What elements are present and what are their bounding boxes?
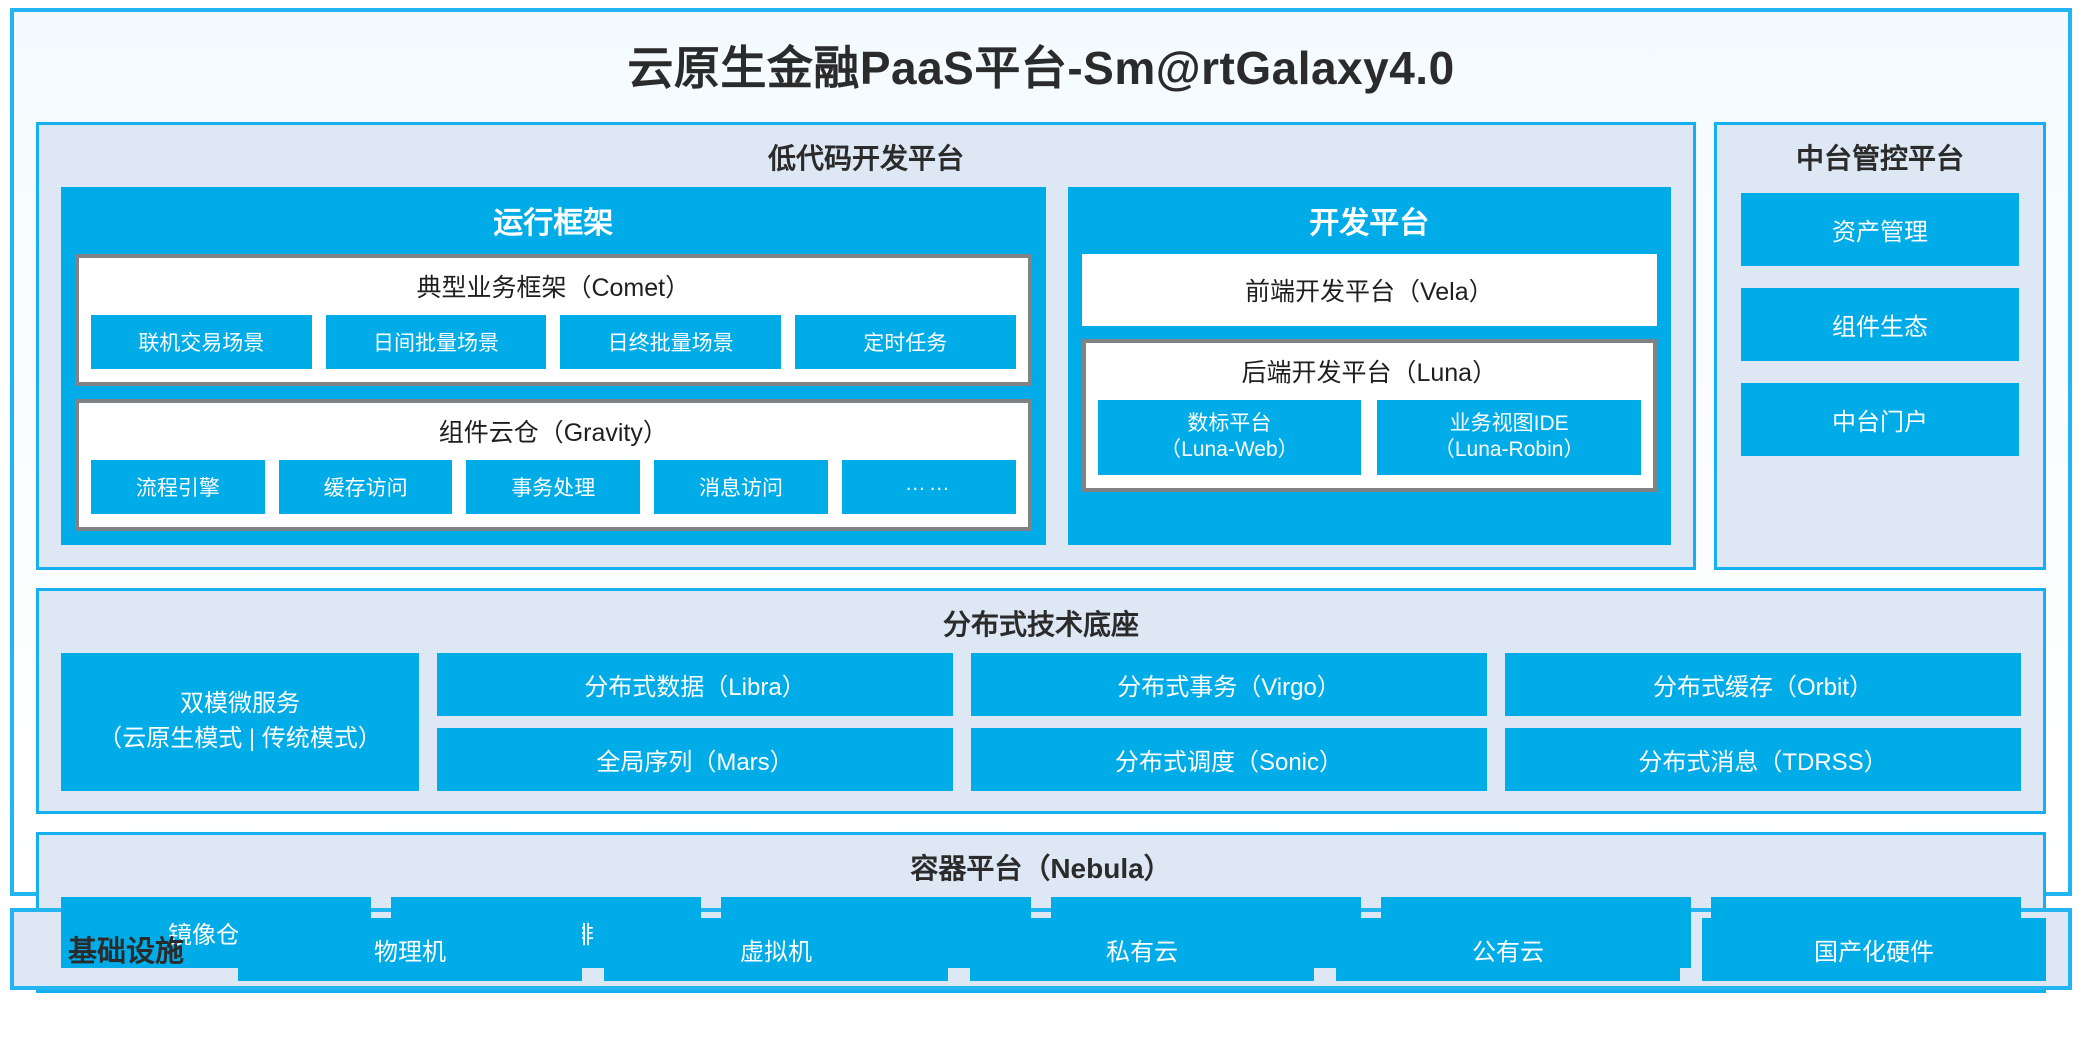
comet-item-intraday-batch[interactable]: 日间批量场景 [325,315,547,369]
gravity-chip-row: 流程引擎 缓存访问 事务处理 消息访问 …… [91,460,1016,514]
container-platform-title: 容器平台（Nebula） [910,853,1172,884]
dist-column-2: 分布式事务（Virgo） 分布式调度（Sonic） [971,653,1487,791]
dist-item-dual-mode-microservice[interactable]: 双模微服务 （云原生模式 | 传统模式） [61,653,419,791]
lowcode-platform-panel: 低代码开发平台 运行框架 典型业务框架（Comet） 联机交易场景 日间批量场景… [36,122,1696,570]
luna-web-label-line2: （Luna-Web） [1160,437,1299,461]
distributed-foundation-panel: 分布式技术底座 双模微服务 （云原生模式 | 传统模式） 分布式数据（Libra… [36,588,2046,814]
comet-title: 典型业务框架（Comet） [416,274,691,302]
dist-item-mars[interactable]: 全局序列（Mars） [437,728,953,791]
dist-item-orbit[interactable]: 分布式缓存（Orbit） [1505,653,2021,716]
top-row: 低代码开发平台 运行框架 典型业务框架（Comet） 联机交易场景 日间批量场景… [36,122,2046,570]
platform-main-frame: 云原生金融PaaS平台-Sm@rtGalaxy4.0 低代码开发平台 运行框架 … [10,8,2072,993]
midoffice-item-portal[interactable]: 中台门户 [1741,383,2019,456]
gravity-title: 组件云仓（Gravity） [438,419,668,447]
vela-frontend-box[interactable]: 前端开发平台（Vela） [1081,254,1657,326]
runtime-framework-card: 运行框架 典型业务框架（Comet） 联机交易场景 日间批量场景 日终批量场景 … [61,187,1046,545]
luna-chip-row: 数标平台 （Luna-Web） 业务视图IDE （Luna-Robin） [1097,400,1641,476]
runtime-framework-title: 运行框架 [493,207,614,240]
luna-web-label-line1: 数标平台 [1187,412,1272,435]
dist-item-tdrss[interactable]: 分布式消息（TDRSS） [1505,728,2021,791]
luna-item-luna-robin[interactable]: 业务视图IDE （Luna-Robin） [1377,400,1641,476]
gravity-item-message-access[interactable]: 消息访问 [654,460,828,514]
infrastructure-label: 基础设施 [67,936,184,968]
luna-robin-label-line1: 业务视图IDE [1449,412,1569,435]
luna-title: 后端开发平台（Luna） [1241,359,1498,387]
comet-box: 典型业务框架（Comet） 联机交易场景 日间批量场景 日终批量场景 定时任务 [75,254,1032,386]
infrastructure-item-virtual-machine[interactable]: 虚拟机 [604,917,948,981]
lowcode-platform-title: 低代码开发平台 [767,143,964,174]
infrastructure-item-public-cloud[interactable]: 公有云 [1336,917,1680,981]
infrastructure-item-physical-machine[interactable]: 物理机 [238,917,582,981]
infrastructure-item-domestic-hardware[interactable]: 国产化硬件 [1702,917,2046,981]
gravity-item-more[interactable]: …… [841,460,1016,514]
dist-column-3: 分布式缓存（Orbit） 分布式消息（TDRSS） [1505,653,2021,791]
midoffice-platform-title: 中台管控平台 [1795,143,1964,174]
dual-mode-line2: （云原生模式 | 传统模式） [98,725,382,752]
luna-backend-box: 后端开发平台（Luna） 数标平台 （Luna-Web） 业务视图IDE （Lu… [1081,339,1657,493]
luna-robin-label-line2: （Luna-Robin） [1433,437,1585,461]
dist-item-virgo[interactable]: 分布式事务（Virgo） [971,653,1487,716]
midoffice-item-asset-management[interactable]: 资产管理 [1741,193,2019,266]
dist-item-libra[interactable]: 分布式数据（Libra） [437,653,953,716]
lowcode-platform-body: 运行框架 典型业务框架（Comet） 联机交易场景 日间批量场景 日终批量场景 … [39,187,1693,567]
distributed-foundation-body: 双模微服务 （云原生模式 | 传统模式） 分布式数据（Libra） 全局序列（M… [39,653,2043,811]
dist-item-sonic[interactable]: 分布式调度（Sonic） [971,728,1487,791]
gravity-item-process-engine[interactable]: 流程引擎 [91,460,265,514]
dist-column-1: 分布式数据（Libra） 全局序列（Mars） [437,653,953,791]
midoffice-platform-panel: 中台管控平台 资产管理 组件生态 中台门户 [1714,122,2046,570]
gravity-box: 组件云仓（Gravity） 流程引擎 缓存访问 事务处理 消息访问 …… [75,399,1032,531]
distributed-foundation-title: 分布式技术底座 [942,609,1139,640]
midoffice-items: 资产管理 组件生态 中台门户 [1717,187,2043,478]
midoffice-item-component-ecosystem[interactable]: 组件生态 [1741,288,2019,361]
development-platform-title: 开发平台 [1309,207,1430,240]
infrastructure-item-private-cloud[interactable]: 私有云 [970,917,1314,981]
page-title: 云原生金融PaaS平台-Sm@rtGalaxy4.0 [627,42,1455,94]
gravity-item-transaction-processing[interactable]: 事务处理 [466,460,641,514]
dual-mode-line1: 双模微服务 [179,690,300,718]
development-platform-card: 开发平台 前端开发平台（Vela） 后端开发平台（Luna） 数标平台 （Lun… [1067,187,1671,545]
comet-item-scheduled-task[interactable]: 定时任务 [794,315,1016,369]
luna-item-luna-web[interactable]: 数标平台 （Luna-Web） [1097,400,1362,476]
comet-chip-row: 联机交易场景 日间批量场景 日终批量场景 定时任务 [91,315,1016,369]
comet-item-online-transaction[interactable]: 联机交易场景 [91,315,312,369]
infrastructure-panel: 基础设施 物理机 虚拟机 私有云 公有云 国产化硬件 [10,908,2072,990]
gravity-item-cache-access[interactable]: 缓存访问 [278,460,453,514]
comet-item-eod-batch[interactable]: 日终批量场景 [560,315,781,369]
